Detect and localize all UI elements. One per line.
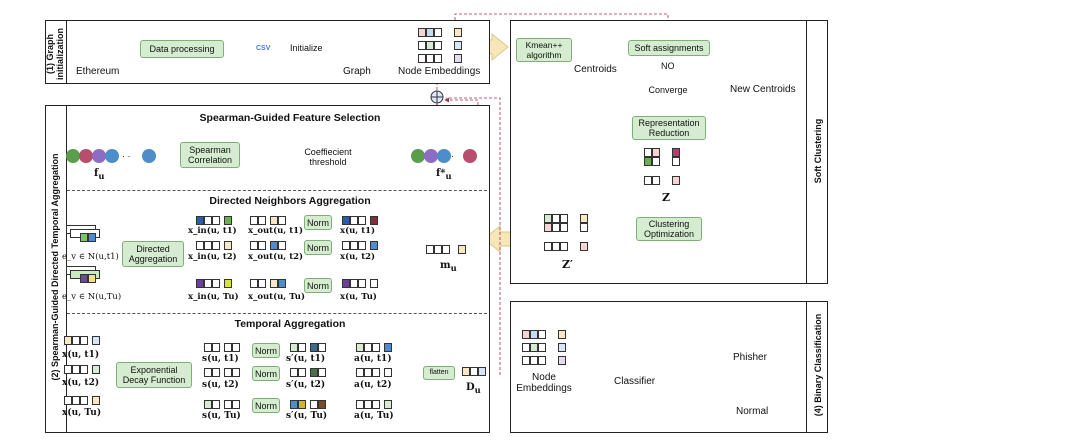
x-1: x(u, t1) (340, 226, 376, 236)
temporal-x-cells (64, 336, 106, 416)
norm-box-t2: Norm (252, 366, 280, 381)
feature-circles-input: · · (66, 147, 162, 167)
s-2: s(u, t2) (202, 380, 239, 390)
phisher-label: Phisher (733, 352, 767, 363)
csv-icon: CSV (256, 45, 271, 52)
converge-label: Converge (648, 85, 688, 95)
initialize-label: Initialize (290, 43, 323, 53)
soft-assignments-box: Soft assignments (628, 40, 710, 56)
divider-2 (67, 313, 487, 314)
panel-graph-initialization (45, 20, 490, 84)
x-in-cells (196, 216, 236, 292)
norm-box-d2: Norm (304, 240, 332, 255)
a-T: a(u, Tu) (354, 411, 394, 421)
directed-title: Directed Neighbors Aggregation (209, 195, 371, 207)
x-out-2: x_out(u, t2) (248, 252, 304, 262)
binary-node-embeddings-label: Node Embeddings (516, 372, 572, 394)
e-v-T-label: e_v ∈ N(u,Tu) (62, 292, 122, 302)
a-2: a(u, t2) (354, 380, 392, 390)
centroids-label: Centroids (574, 64, 617, 75)
classifier-label: Classifier (614, 376, 656, 387)
temporal-a-cells (356, 343, 398, 413)
f-u-star-label: f*u (436, 168, 452, 181)
spearman-correlation-box: Spearman Correlation (180, 142, 240, 168)
sp-2: s′(u, t2) (286, 380, 326, 390)
directed-aggregation-box: Directed Aggregation (122, 241, 184, 267)
f-u-label: fu (94, 168, 105, 181)
node-embeddings-label: Node Embeddings (398, 66, 481, 77)
x-out-T: x_out(u, Tu) (248, 292, 305, 302)
m-u-label: mu (440, 260, 457, 273)
feature-circles-selected: · (411, 147, 481, 167)
spearman-title: Spearman-Guided Feature Selection (199, 112, 381, 124)
x-cells (342, 216, 382, 292)
temporal-s-cells (204, 343, 244, 413)
norm-box-d1: Norm (304, 215, 332, 230)
exponential-decay-box: Exponential Decay Function (116, 362, 192, 388)
data-processing-box: Data processing (140, 40, 224, 58)
x-T: x(u, Tu) (340, 292, 377, 302)
temporal-x-1: x(u, t1) (62, 350, 100, 360)
kmean-box: Kmean++ algorithm (516, 38, 572, 62)
x-out-1: x_out(u, t1) (248, 226, 304, 236)
x-out-cells (250, 216, 294, 292)
s-T: s(u, Tu) (202, 411, 241, 421)
threshold-label: Coeffiecient threshold (304, 147, 352, 167)
normal-label: Normal (736, 406, 769, 417)
panel-binary-classification (510, 301, 828, 433)
binary-embedding-cells (522, 330, 570, 366)
node-embedding-cells (418, 28, 466, 66)
x-in-T: x_in(u, Tu) (188, 292, 239, 302)
neighbor-stack-2 (66, 266, 106, 288)
norm-box-dT: Norm (304, 278, 332, 293)
x-in-1: x_in(u, t1) (188, 226, 237, 236)
representation-reduction-box: Representation Reduction (632, 116, 706, 140)
ethereum-label: Ethereum (76, 66, 120, 77)
temporal-x-T: x(u, Tu) (62, 408, 102, 418)
new-centroids-label: New Centroids (730, 84, 796, 95)
divider-1 (67, 190, 487, 191)
norm-box-tT: Norm (252, 398, 280, 413)
panel-label-graph-init: (1) Graph initialization (45, 28, 65, 81)
graph-label: Graph (343, 66, 371, 77)
z-prime-label: Z′ (562, 258, 573, 271)
d-u-label: Du (466, 382, 481, 395)
panel-label-soft: Soft Clustering (813, 118, 823, 184)
temporal-title: Temporal Aggregation (234, 318, 346, 330)
z-prime-matrix (544, 214, 594, 254)
s-1: s(u, t1) (202, 354, 239, 364)
a-1: a(u, t1) (354, 354, 392, 364)
neighbor-stack-1 (66, 225, 106, 247)
x-2: x(u, t2) (340, 252, 376, 262)
norm-box-t1: Norm (252, 343, 280, 358)
clustering-optimization-box: Clustering Optimization (636, 217, 702, 241)
d-u-cells (462, 367, 488, 377)
e-v-1-label: e_v ∈ N(u,t1) (62, 252, 119, 262)
flatten-box: flatten (423, 366, 455, 380)
panel-label-spearman: (2) Spearman-Guided Directed Temporal Ag… (50, 153, 60, 381)
x-in-2: x_in(u, t2) (188, 252, 237, 262)
sp-1: s′(u, t1) (286, 354, 326, 364)
z-label: Z (662, 191, 671, 204)
temporal-x-2: x(u, t2) (62, 378, 100, 388)
sp-T: s′(u, Tu) (286, 411, 328, 421)
z-matrix (644, 148, 690, 188)
no-label: NO (661, 61, 675, 71)
m-u-cells (426, 245, 470, 255)
panel-label-binary: (4) Binary Classification (813, 313, 823, 417)
temporal-sp-cells (290, 343, 336, 413)
